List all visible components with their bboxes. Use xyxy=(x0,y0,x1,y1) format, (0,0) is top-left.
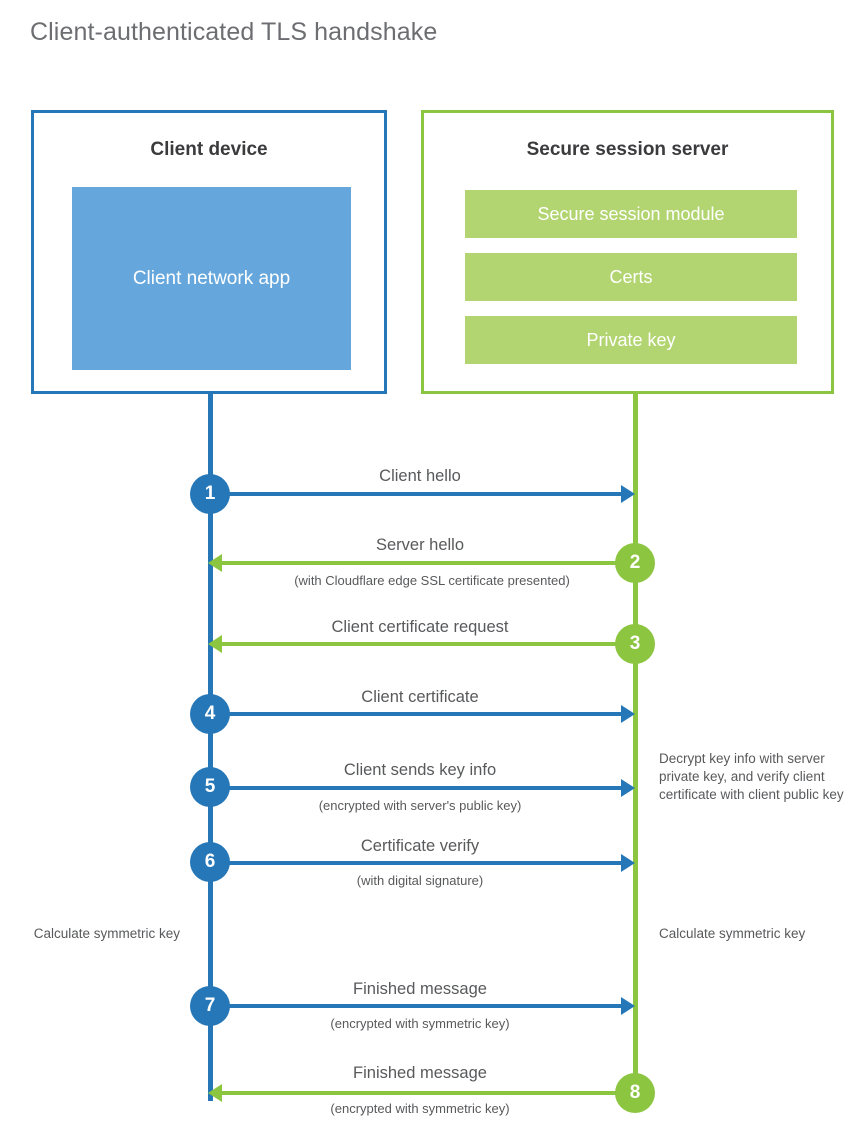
step-1-arrow-line xyxy=(210,492,624,496)
client-calculate-symmetric-key-annotation: Calculate symmetric key xyxy=(33,926,180,941)
step-8-label: Finished message xyxy=(353,1064,487,1082)
step-3-arrow-line xyxy=(217,642,635,646)
step-8-arrow-line xyxy=(217,1091,635,1095)
step-6-label: Certificate verify xyxy=(360,837,480,855)
step-2-arrow-line xyxy=(217,561,635,565)
step-4-label: Client certificate xyxy=(361,688,479,706)
step-6-arrow-line xyxy=(210,861,624,865)
step-7-arrowhead-icon xyxy=(621,997,635,1015)
server-lifeline xyxy=(633,391,638,1093)
step-2-arrowhead-icon xyxy=(208,554,222,572)
step-2-label: Server hello xyxy=(375,536,465,554)
step-7-label: Finished message xyxy=(353,980,487,998)
step-4-circle: 4 xyxy=(190,694,230,734)
step-7-sublabel: (encrypted with symmetric key) xyxy=(330,1016,510,1031)
step-3-circle: 3 xyxy=(615,624,655,664)
step-3-label: Client certificate request xyxy=(331,618,509,636)
server-calculate-symmetric-key-annotation: Calculate symmetric key xyxy=(659,926,806,941)
step-8-circle: 8 xyxy=(615,1073,655,1113)
step-1-arrowhead-icon xyxy=(621,485,635,503)
step-1-label: Client hello xyxy=(379,467,461,485)
secure-session-server-title: Secure session server xyxy=(526,139,729,160)
step-7-circle: 7 xyxy=(190,986,230,1026)
server-module-private-key: Private key xyxy=(465,316,797,364)
client-network-app-block: Client network app xyxy=(72,187,351,370)
step-8-arrowhead-icon xyxy=(208,1084,222,1102)
step-5-sublabel: (encrypted with server's public key) xyxy=(318,798,522,813)
step-5-label: Client sends key info xyxy=(343,761,497,779)
step-4-arrowhead-icon xyxy=(621,705,635,723)
step-3-arrowhead-icon xyxy=(208,635,222,653)
client-device-title: Client device xyxy=(150,139,268,160)
step-4-arrow-line xyxy=(210,712,624,716)
step-6-arrowhead-icon xyxy=(621,854,635,872)
server-module-secure-session-module: Secure session module xyxy=(465,190,797,238)
client-device-box: Client device Client network app xyxy=(31,110,387,394)
step-5-arrowhead-icon xyxy=(621,779,635,797)
step-2-circle: 2 xyxy=(615,543,655,583)
step-5-circle: 5 xyxy=(190,767,230,807)
server-module-certs: Certs xyxy=(465,253,797,301)
step-5-arrow-line xyxy=(210,786,624,790)
secure-session-server-box: Secure session server Secure session mod… xyxy=(421,110,834,394)
client-lifeline xyxy=(208,391,213,1101)
step-8-sublabel: (encrypted with symmetric key) xyxy=(330,1101,510,1116)
server-decrypt-annotation: Decrypt key info with server private key… xyxy=(659,751,844,802)
step-1-circle: 1 xyxy=(190,474,230,514)
step-6-circle: 6 xyxy=(190,842,230,882)
step-2-sublabel: (with Cloudflare edge SSL certificate pr… xyxy=(294,573,570,588)
step-7-arrow-line xyxy=(210,1004,624,1008)
page-title: Client-authenticated TLS handshake xyxy=(30,18,438,46)
step-6-sublabel: (with digital signature) xyxy=(356,873,484,888)
